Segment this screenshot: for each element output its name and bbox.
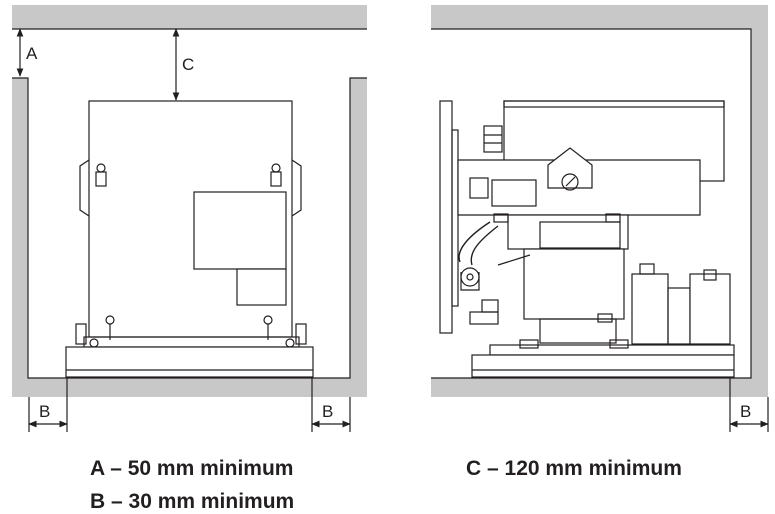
- dimension-c: C: [172, 28, 194, 101]
- dimension-b-side-label: B: [740, 402, 751, 421]
- side-view-transformer: [439, 100, 735, 378]
- front-view: A C B B: [12, 5, 367, 432]
- dimension-b-left-label: B: [39, 402, 50, 421]
- dimension-a-label: A: [26, 44, 38, 63]
- dimension-a: A: [16, 28, 38, 77]
- dimension-b-side: B: [729, 377, 769, 432]
- dimension-b-left: B: [28, 377, 68, 432]
- front-view-enclosure: [12, 5, 367, 397]
- side-view-enclosure: [431, 5, 768, 397]
- dimension-b-right-label: B: [322, 402, 333, 421]
- caption-c: C – 120 mm minimum: [466, 457, 682, 480]
- dimension-b-right: B: [311, 377, 351, 432]
- front-view-transformer: [65, 100, 314, 378]
- caption-b: B – 30 mm minimum: [90, 490, 295, 513]
- dimension-c-label: C: [182, 55, 194, 74]
- caption-a: A – 50 mm minimum: [90, 457, 294, 480]
- side-view: B: [431, 5, 769, 432]
